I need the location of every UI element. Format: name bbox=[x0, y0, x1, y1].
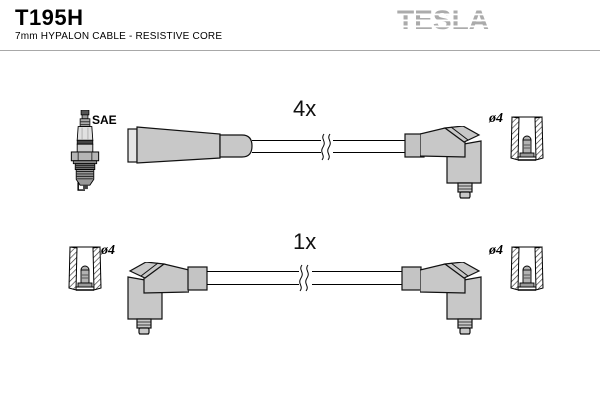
row2-right-terminal-label: ø4 bbox=[489, 243, 503, 258]
ignition-cable-straight-to-elbow-icon bbox=[127, 126, 482, 199]
cable-spec-subtitle: 7mm HYPALON CABLE - RESISTIVE CORE bbox=[15, 31, 223, 42]
row2-quantity-label: 1x bbox=[293, 229, 317, 254]
row2-left-terminal-label: ø4 bbox=[101, 243, 115, 258]
terminal-socket-icon bbox=[509, 114, 545, 166]
tesla-logo: TESLA bbox=[395, 5, 495, 35]
terminal-socket-icon bbox=[67, 244, 103, 296]
header-divider bbox=[0, 50, 600, 51]
row1-quantity-label: 4x bbox=[293, 96, 317, 121]
spark-plug-icon bbox=[70, 110, 100, 191]
terminal-socket-icon bbox=[509, 244, 545, 296]
part-number-title: T195H bbox=[15, 5, 84, 30]
sae-label: SAE bbox=[92, 113, 117, 127]
ignition-cable-elbow-to-elbow-icon bbox=[127, 262, 482, 335]
row1-right-terminal-label: ø4 bbox=[489, 111, 503, 126]
